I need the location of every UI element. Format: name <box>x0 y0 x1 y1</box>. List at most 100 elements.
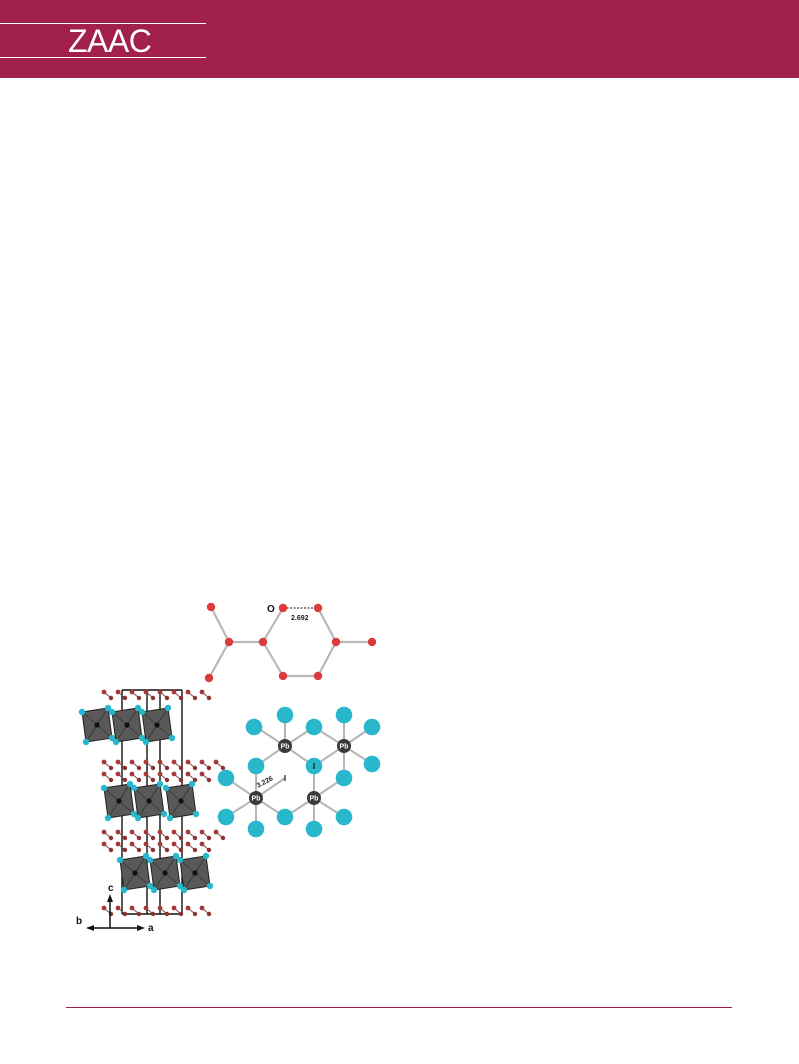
iodide-atom <box>78 708 86 716</box>
organic-atom <box>178 777 184 783</box>
organic-atom <box>164 847 170 853</box>
organic-atom <box>192 765 198 771</box>
organic-atom <box>150 695 156 701</box>
iodide-atom <box>126 780 134 788</box>
hydrogen-bonded-ring: O 2.692 <box>204 602 377 683</box>
organic-atom <box>115 905 121 911</box>
organic-atom <box>122 777 128 783</box>
organic-atom <box>143 689 149 695</box>
iodide-atom <box>176 882 184 890</box>
organic-atom <box>206 777 212 783</box>
organic-atom <box>199 905 205 911</box>
organic-atom <box>206 911 212 917</box>
iodide-atom <box>162 784 170 792</box>
journal-name: ZAAC <box>68 23 152 59</box>
organic-atom <box>157 829 163 835</box>
organic-atom <box>157 771 163 777</box>
lead-atom <box>249 791 263 805</box>
organic-atom <box>178 695 184 701</box>
iodide-atom <box>217 769 235 787</box>
organic-atom <box>178 911 184 917</box>
iodide-atom <box>108 708 116 716</box>
iodide-atom <box>192 810 200 818</box>
organic-atom <box>122 847 128 853</box>
oh-distance-label: 2.692 <box>291 615 309 622</box>
iodide-atom <box>142 852 150 860</box>
organic-atom <box>108 777 114 783</box>
organic-atom <box>192 777 198 783</box>
organic-atom <box>220 765 226 771</box>
organic-atom <box>129 771 135 777</box>
organic-atom <box>164 777 170 783</box>
organic-atom <box>199 841 205 847</box>
organic-atom <box>199 829 205 835</box>
header-rule-bottom <box>0 57 206 58</box>
iodide-atom <box>363 718 381 736</box>
lead-atom-label: Pb <box>340 744 349 751</box>
footer-rule <box>66 1007 732 1008</box>
organic-atom <box>143 759 149 765</box>
organic-atom <box>143 905 149 911</box>
organic-atom <box>185 771 191 777</box>
oxygen-atom <box>313 671 323 681</box>
lead-atom <box>337 739 351 753</box>
organic-atom <box>136 765 142 771</box>
oxygen-atom <box>278 603 288 613</box>
organic-atom <box>101 759 107 765</box>
lead-atom-label: Pb <box>281 744 290 751</box>
organic-atom <box>206 835 212 841</box>
iodide-atom-label: I <box>284 774 286 783</box>
header-rule-top <box>0 23 206 24</box>
organic-atom <box>129 841 135 847</box>
iodide-atom <box>138 734 146 742</box>
organic-atom <box>171 841 177 847</box>
iodide-atom <box>138 708 146 716</box>
organic-atom <box>157 841 163 847</box>
organic-atom <box>136 777 142 783</box>
organic-atom <box>185 689 191 695</box>
iodide-atom <box>100 784 108 792</box>
iodide-atom <box>276 706 294 724</box>
organic-atom <box>157 759 163 765</box>
oxygen-atom <box>313 603 323 613</box>
organic-atom <box>122 835 128 841</box>
iodide-atom <box>335 808 353 826</box>
organic-atom <box>213 829 219 835</box>
organic-atom <box>101 905 107 911</box>
organic-atom <box>122 695 128 701</box>
organic-atom <box>178 847 184 853</box>
axis-c-label: c <box>108 883 114 894</box>
organic-atom <box>101 841 107 847</box>
organic-atom <box>171 905 177 911</box>
iodide-atom <box>217 808 235 826</box>
organic-atom <box>192 835 198 841</box>
organic-atom <box>192 847 198 853</box>
organic-atom <box>150 911 156 917</box>
iodide-atom <box>130 810 138 818</box>
organic-atom <box>136 835 142 841</box>
oxygen-atom <box>206 602 216 612</box>
iodide-atom <box>202 852 210 860</box>
organic-atom <box>136 911 142 917</box>
iodide-atom <box>172 852 180 860</box>
organic-atom <box>157 689 163 695</box>
iodide-atom <box>335 706 353 724</box>
organic-atom <box>122 911 128 917</box>
organic-atom <box>185 829 191 835</box>
organic-atom <box>171 829 177 835</box>
oxygen-atom <box>204 673 214 683</box>
organic-atom <box>185 905 191 911</box>
organic-atom <box>185 841 191 847</box>
lead-atom-label: Pb <box>252 796 261 803</box>
organic-atom <box>171 689 177 695</box>
organic-atom <box>206 765 212 771</box>
oxygen-atom <box>367 637 377 647</box>
iodide-atom <box>305 718 323 736</box>
iodide-atom <box>82 738 90 746</box>
iodide-atom <box>104 704 112 712</box>
organic-atom <box>108 835 114 841</box>
lead-atom <box>94 722 100 728</box>
iodide-atom <box>134 704 142 712</box>
organic-atom <box>101 689 107 695</box>
